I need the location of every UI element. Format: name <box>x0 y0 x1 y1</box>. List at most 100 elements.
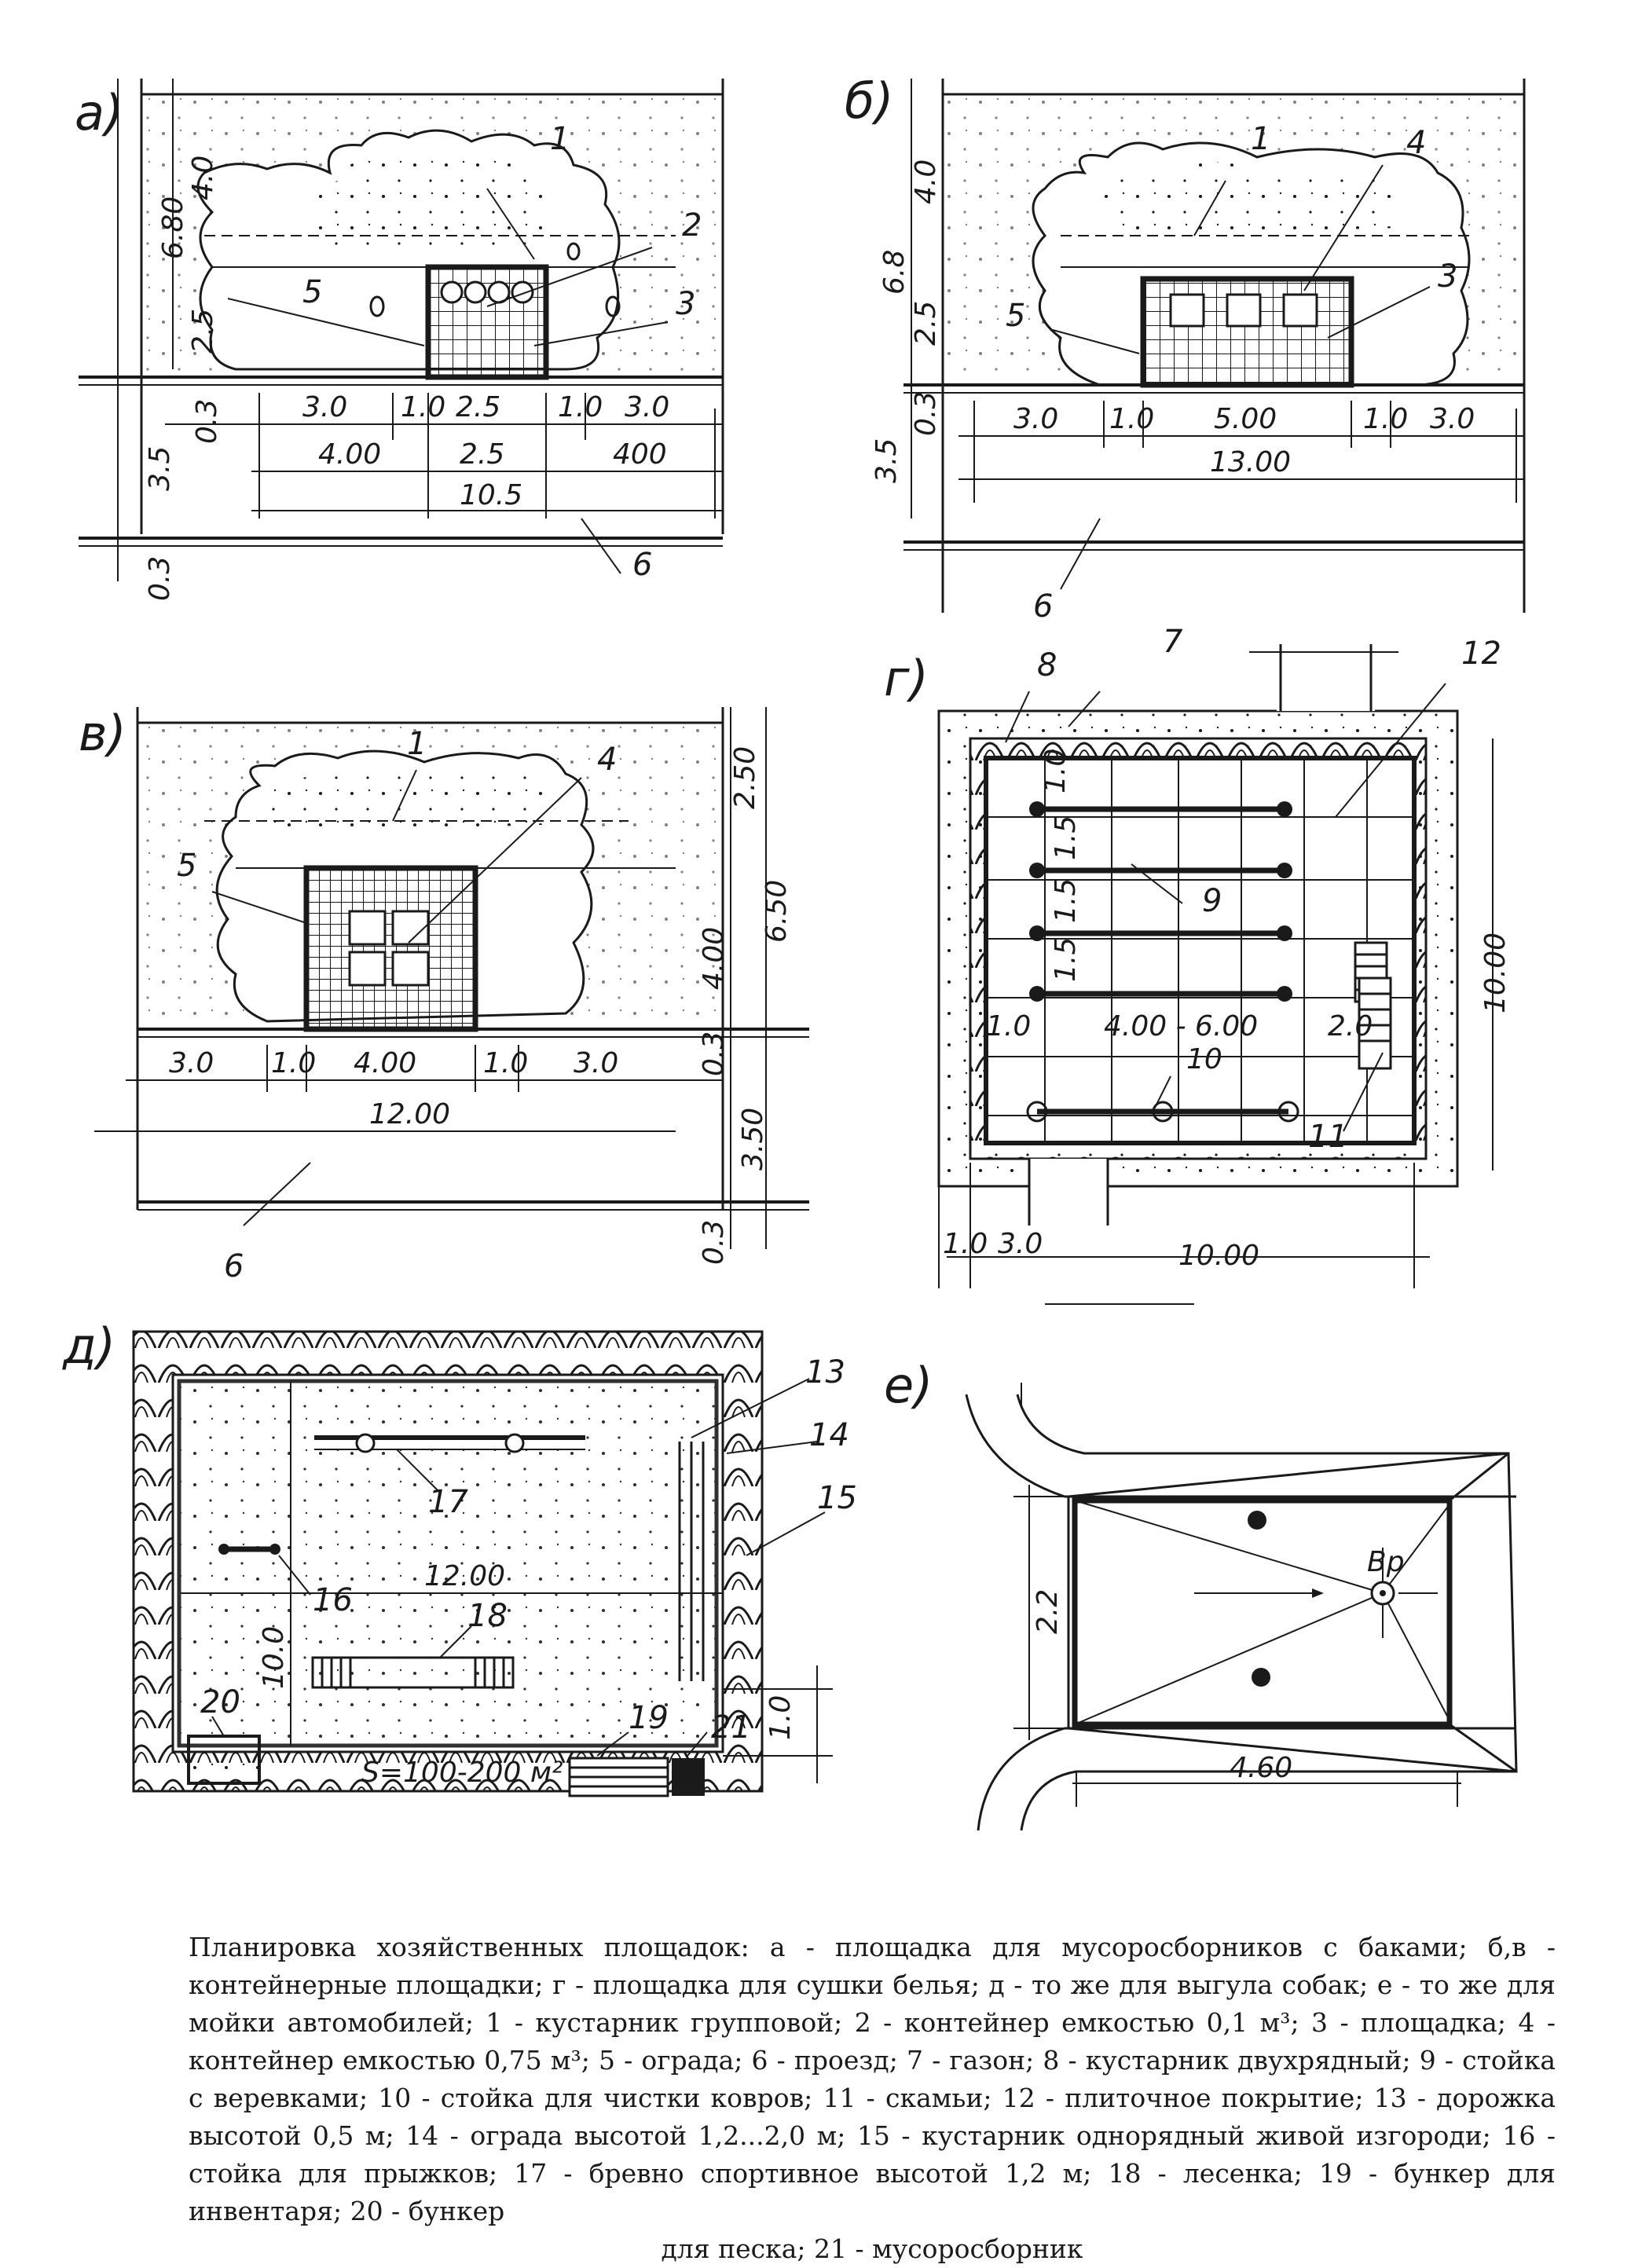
panel-b: б) 1 4 3 5 6 6.8 4.0 <box>845 72 1526 625</box>
dim-e-drain: Вр <box>1367 1546 1405 1578</box>
caption-main: Планировка хозяйственных площадок: а - п… <box>189 1932 1556 2226</box>
dim-b-w5: 3.0 <box>1430 403 1475 435</box>
panel-e: е) 2.2 4.60 Вр <box>884 1357 1518 1831</box>
marker-b-3: 3 <box>1438 258 1457 295</box>
marker-g-7: 7 <box>1163 624 1183 660</box>
dim-a-w8: 400 <box>613 438 667 471</box>
panel-a-letter: а) <box>75 84 123 141</box>
dim-a-gap2: 0.3 <box>144 556 176 601</box>
panel-v: в) 1 4 5 6 2.50 4.00 6.50 <box>79 705 809 1284</box>
dim-v-h-top: 2.50 <box>729 746 761 809</box>
dim-a-w2: 1.0 <box>401 391 445 423</box>
panel-d: д) <box>62 1317 857 1797</box>
dim-g-span: 4.00 - 6.00 <box>1104 1010 1258 1042</box>
marker-g-8: 8 <box>1037 647 1057 683</box>
marker-b-5: 5 <box>1006 298 1025 334</box>
marker-d-15: 15 <box>817 1480 857 1516</box>
dim-v-total: 12.00 <box>369 1098 450 1130</box>
marker-b-6: 6 <box>1033 588 1053 625</box>
dim-v-w5: 3.0 <box>574 1047 618 1079</box>
marker-d-14: 14 <box>809 1417 849 1453</box>
panel-g: г) <box>884 624 1512 1305</box>
panel-d-letter: д) <box>62 1317 115 1375</box>
marker-g-12: 12 <box>1461 636 1501 672</box>
dim-a-w5: 3.0 <box>625 391 669 423</box>
marker-d-13: 13 <box>805 1354 845 1390</box>
marker-g-9: 9 <box>1202 883 1222 919</box>
dim-b-w4: 1.0 <box>1363 403 1408 435</box>
dim-g-b2: 3.0 <box>998 1228 1043 1260</box>
dim-b-h-top: 4.0 <box>910 159 942 204</box>
dim-v-w3: 4.00 <box>354 1047 416 1079</box>
marker-b-4: 4 <box>1406 125 1426 161</box>
figure-caption: Планировка хозяйственных площадок: а - п… <box>189 1929 1556 2268</box>
dim-e-height: 2.2 <box>1032 1589 1064 1634</box>
marker-b-1: 1 <box>1251 121 1270 157</box>
marker-a-3: 3 <box>676 286 695 322</box>
dim-b-w3: 5.00 <box>1214 403 1277 435</box>
dim-a-w6: 4.00 <box>318 438 381 471</box>
dim-b-road: 3.5 <box>870 438 903 483</box>
marker-d-17: 17 <box>428 1484 468 1520</box>
panel-e-letter: е) <box>884 1357 933 1414</box>
dim-d-area: S=100-200 м² <box>361 1757 563 1789</box>
dim-g-b1: 1.0 <box>943 1228 988 1260</box>
marker-g-10: 10 <box>1186 1043 1222 1075</box>
dim-g-right: 2.0 <box>1328 1010 1373 1042</box>
dim-d-width: 12.00 <box>424 1560 505 1592</box>
panel-b-letter: б) <box>845 72 893 130</box>
dim-a-w3: 2.5 <box>456 391 500 423</box>
marker-v-1: 1 <box>407 726 427 762</box>
dim-d-gap: 1.0 <box>764 1695 797 1740</box>
dim-a-h-total: 6.80 <box>157 196 189 259</box>
marker-d-20: 20 <box>200 1684 240 1720</box>
dim-g-s3: 1.5 <box>1050 878 1082 923</box>
dim-v-gap1: 0.3 <box>698 1031 730 1076</box>
dim-e-width: 4.60 <box>1230 1752 1292 1784</box>
dim-d-height: 10.0 <box>258 1626 290 1689</box>
panel-v-letter: в) <box>79 705 126 762</box>
dim-a-road: 3.5 <box>144 446 176 491</box>
dim-v-w2: 1.0 <box>271 1047 316 1079</box>
panel-a: а) 1 2 3 <box>75 79 724 601</box>
dim-a-w1: 3.0 <box>302 391 347 423</box>
dim-g-width: 10.00 <box>1178 1240 1259 1272</box>
dim-a-w7: 2.5 <box>460 438 504 471</box>
marker-v-4: 4 <box>597 742 617 778</box>
marker-a-5: 5 <box>302 274 322 310</box>
dim-g-height: 10.00 <box>1479 932 1512 1013</box>
dim-v-road: 3.50 <box>737 1108 769 1171</box>
dim-a-total: 10.5 <box>460 479 522 511</box>
dim-g-s4: 1.5 <box>1050 937 1082 982</box>
marker-v-5: 5 <box>177 848 196 884</box>
dim-g-left: 1.0 <box>986 1010 1031 1042</box>
dim-g-s1: 1.0 <box>1039 749 1072 793</box>
marker-g-11: 11 <box>1308 1119 1348 1155</box>
marker-a-2: 2 <box>682 207 702 244</box>
marker-v-6: 6 <box>224 1248 244 1284</box>
dim-a-gap1: 0.3 <box>191 399 223 444</box>
dim-v-w4: 1.0 <box>483 1047 528 1079</box>
marker-a-6: 6 <box>632 547 652 583</box>
dim-b-w1: 3.0 <box>1013 403 1058 435</box>
marker-d-19: 19 <box>629 1700 669 1736</box>
dim-a-h-bottom: 2.5 <box>187 309 219 354</box>
marker-d-21: 21 <box>711 1709 751 1746</box>
dim-b-gap1: 0.3 <box>910 391 942 436</box>
dim-b-w2: 1.0 <box>1109 403 1154 435</box>
dim-v-w1: 3.0 <box>169 1047 214 1079</box>
dim-v-gap2: 0.3 <box>698 1220 730 1265</box>
panel-g-letter: г) <box>884 650 929 707</box>
dim-g-s2: 1.5 <box>1050 815 1082 860</box>
marker-a-1: 1 <box>550 121 570 157</box>
dim-v-h-mid: 4.00 <box>698 927 730 990</box>
marker-d-16: 16 <box>313 1582 353 1618</box>
marker-d-18: 18 <box>467 1598 508 1634</box>
dim-a-h-top: 4.0 <box>187 156 219 200</box>
dim-v-h-total: 6.50 <box>761 880 793 943</box>
dim-b-h-total: 6.8 <box>878 250 911 295</box>
dim-b-total: 13.00 <box>1210 446 1291 478</box>
dim-b-h-bottom: 2.5 <box>910 301 942 346</box>
caption-last-line: для песка; 21 - мусоросборник <box>661 2233 1083 2264</box>
